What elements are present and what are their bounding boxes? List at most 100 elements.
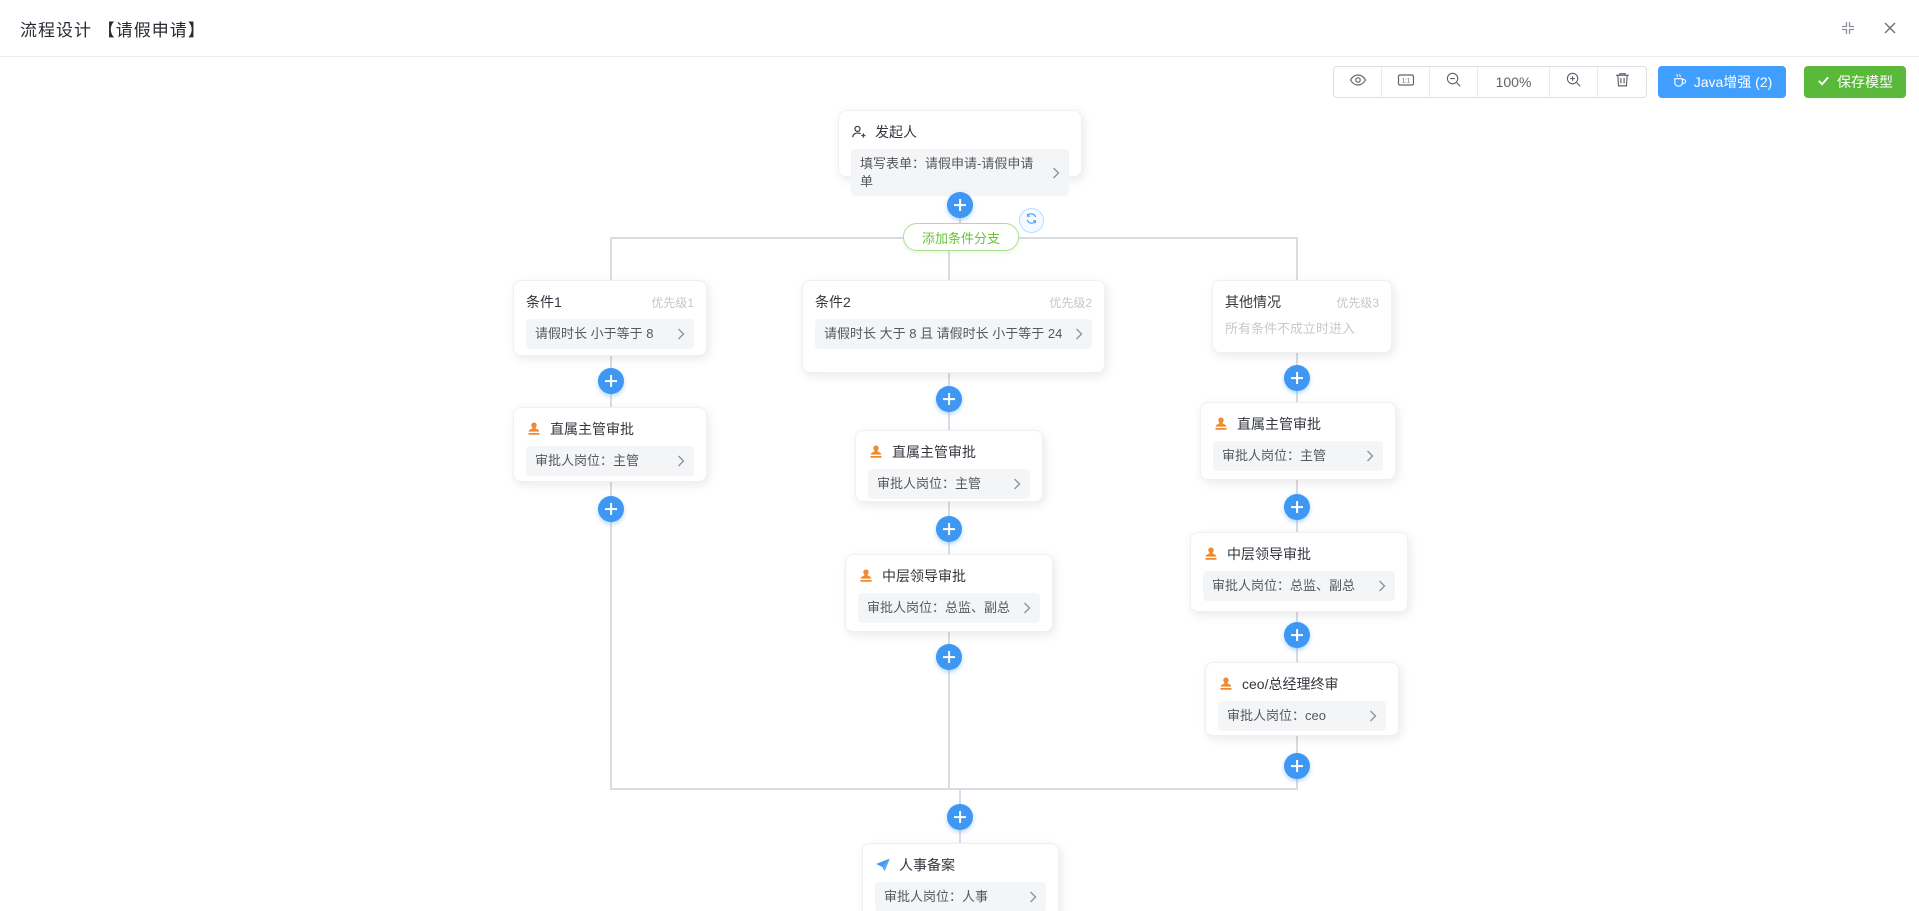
add-node-button[interactable] bbox=[1284, 753, 1310, 779]
check-icon bbox=[1817, 74, 1830, 90]
chevron-right-icon bbox=[1075, 328, 1083, 340]
flow-node-condition-2[interactable]: 条件2 优先级2 请假时长 大于 8 且 请假时长 小于等于 24 bbox=[802, 280, 1105, 373]
window-header: 流程设计 【请假申请】 bbox=[0, 0, 1919, 57]
node-title: 条件1 bbox=[526, 294, 562, 310]
node-priority-label: 优先级3 bbox=[1336, 295, 1379, 310]
close-icon[interactable] bbox=[1881, 19, 1899, 37]
add-node-button[interactable] bbox=[936, 516, 962, 542]
node-header: ceo/总经理终审 bbox=[1218, 674, 1386, 694]
node-content-row[interactable]: 审批人岗位：主管 bbox=[1213, 441, 1383, 471]
node-title: 条件2 bbox=[815, 294, 851, 310]
node-header: 发起人 bbox=[851, 122, 1069, 142]
page-title: 流程设计 【请假申请】 bbox=[20, 20, 206, 40]
node-header: 直属主管审批 bbox=[1213, 414, 1383, 434]
stamp-icon bbox=[1203, 546, 1219, 562]
node-content-row[interactable]: 审批人岗位：ceo bbox=[1218, 701, 1386, 731]
node-content-text: 所有条件不成立时进入 bbox=[1225, 321, 1356, 336]
node-title: 直属主管审批 bbox=[1237, 416, 1321, 432]
flow-node-condition-else[interactable]: 其他情况 优先级3 所有条件不成立时进入 bbox=[1212, 280, 1392, 353]
node-content-row[interactable]: 请假时长 小于等于 8 bbox=[526, 319, 694, 349]
node-content-row[interactable]: 审批人岗位：总监、副总 bbox=[1203, 571, 1395, 601]
actual-size-button[interactable]: 1:1 bbox=[1382, 67, 1430, 97]
node-title: 直属主管审批 bbox=[550, 421, 634, 437]
node-content-text: 请假时长 大于 8 且 请假时长 小于等于 24 bbox=[824, 326, 1063, 341]
node-content-text: 审批人岗位：人事 bbox=[884, 889, 989, 904]
node-content-text: 请假时长 小于等于 8 bbox=[535, 326, 654, 341]
preview-button[interactable] bbox=[1334, 67, 1382, 97]
node-content-row[interactable]: 审批人岗位：主管 bbox=[868, 469, 1030, 499]
node-title: 人事备案 bbox=[899, 857, 955, 873]
java-enhance-label: Java增强 (2) bbox=[1693, 74, 1773, 90]
node-content-row[interactable]: 请假时长 大于 8 且 请假时长 小于等于 24 bbox=[815, 319, 1092, 349]
node-title: 发起人 bbox=[875, 124, 917, 140]
zoom-out-icon bbox=[1445, 71, 1462, 93]
node-title: ceo/总经理终审 bbox=[1242, 676, 1339, 692]
flow-node-approve-left-supervisor[interactable]: 直属主管审批审批人岗位：主管 bbox=[513, 407, 707, 482]
trash-icon bbox=[1614, 71, 1631, 93]
flow-node-approve-right-leader[interactable]: 中层领导审批审批人岗位：总监、副总 bbox=[1190, 532, 1408, 612]
zoom-in-button[interactable] bbox=[1550, 67, 1598, 97]
eye-icon bbox=[1349, 71, 1367, 94]
chevron-right-icon bbox=[1052, 167, 1060, 179]
save-model-button[interactable]: 保存模型 bbox=[1804, 66, 1906, 98]
add-node-button[interactable] bbox=[936, 644, 962, 670]
stamp-icon bbox=[526, 421, 542, 437]
flow-node-approve-mid-supervisor[interactable]: 直属主管审批审批人岗位：主管 bbox=[855, 430, 1043, 502]
add-node-button[interactable] bbox=[598, 368, 624, 394]
chevron-right-icon bbox=[1369, 710, 1377, 722]
flow-node-approve-right-supervisor[interactable]: 直属主管审批审批人岗位：主管 bbox=[1200, 402, 1396, 480]
node-priority-label: 优先级2 bbox=[1049, 295, 1092, 310]
stamp-icon bbox=[858, 568, 874, 584]
node-content-row[interactable]: 审批人岗位：主管 bbox=[526, 446, 694, 476]
node-content-row[interactable]: 审批人岗位：人事 bbox=[875, 882, 1046, 911]
java-enhance-button[interactable]: Java增强 (2) bbox=[1658, 66, 1786, 98]
node-content-text: 审批人岗位：主管 bbox=[535, 453, 640, 468]
stamp-icon bbox=[1213, 416, 1229, 432]
node-title: 其他情况 bbox=[1225, 294, 1281, 310]
node-content-text: 审批人岗位：ceo bbox=[1227, 708, 1326, 723]
node-header: 中层领导审批 bbox=[858, 566, 1040, 586]
delete-button[interactable] bbox=[1598, 67, 1646, 97]
node-header: 人事备案 bbox=[875, 855, 1046, 875]
sync-icon bbox=[1025, 212, 1038, 230]
node-header: 直属主管审批 bbox=[526, 419, 694, 439]
add-node-button[interactable] bbox=[947, 804, 973, 830]
flow-node-approve-mid-leader[interactable]: 中层领导审批审批人岗位：总监、副总 bbox=[845, 554, 1053, 632]
node-content-text: 审批人岗位：总监、副总 bbox=[867, 600, 1011, 615]
connector-line bbox=[948, 237, 950, 790]
compress-icon[interactable] bbox=[1839, 19, 1857, 37]
zoom-out-button[interactable] bbox=[1430, 67, 1478, 97]
add-condition-branch-button[interactable]: 添加条件分支 bbox=[903, 223, 1019, 251]
flow-node-approve-ceo[interactable]: ceo/总经理终审审批人岗位：ceo bbox=[1205, 662, 1399, 736]
zoom-level: 100% bbox=[1478, 67, 1550, 97]
chevron-right-icon bbox=[1378, 580, 1386, 592]
node-header: 条件2 优先级2 bbox=[815, 292, 1092, 312]
node-title: 中层领导审批 bbox=[882, 568, 966, 584]
stamp-icon bbox=[1218, 676, 1234, 692]
sync-branches-button[interactable] bbox=[1019, 208, 1044, 233]
node-header: 直属主管审批 bbox=[868, 442, 1030, 462]
add-node-button[interactable] bbox=[1284, 365, 1310, 391]
node-content-row[interactable]: 填写表单：请假申请-请假申请单 bbox=[851, 149, 1069, 197]
add-node-button[interactable] bbox=[1284, 494, 1310, 520]
node-title: 直属主管审批 bbox=[892, 444, 976, 460]
add-node-button[interactable] bbox=[947, 192, 973, 218]
add-node-button[interactable] bbox=[598, 496, 624, 522]
node-content-text: 审批人岗位：主管 bbox=[1222, 448, 1327, 463]
flow-node-hr-record[interactable]: 人事备案审批人岗位：人事 bbox=[862, 843, 1059, 911]
svg-text:1:1: 1:1 bbox=[1401, 78, 1410, 84]
chevron-right-icon bbox=[1023, 602, 1031, 614]
add-node-button[interactable] bbox=[936, 386, 962, 412]
user-add-icon bbox=[851, 124, 867, 140]
paper-plane-icon bbox=[875, 857, 891, 873]
node-content-row[interactable]: 审批人岗位：总监、副总 bbox=[858, 593, 1040, 623]
node-header: 其他情况 优先级3 bbox=[1225, 292, 1379, 312]
add-node-button[interactable] bbox=[1284, 622, 1310, 648]
node-content-row[interactable]: 所有条件不成立时进入 bbox=[1225, 319, 1379, 339]
flow-node-start[interactable]: 发起人填写表单：请假申请-请假申请单 bbox=[838, 110, 1082, 197]
node-content-text: 审批人岗位：主管 bbox=[877, 476, 982, 491]
coffee-icon bbox=[1672, 73, 1687, 91]
